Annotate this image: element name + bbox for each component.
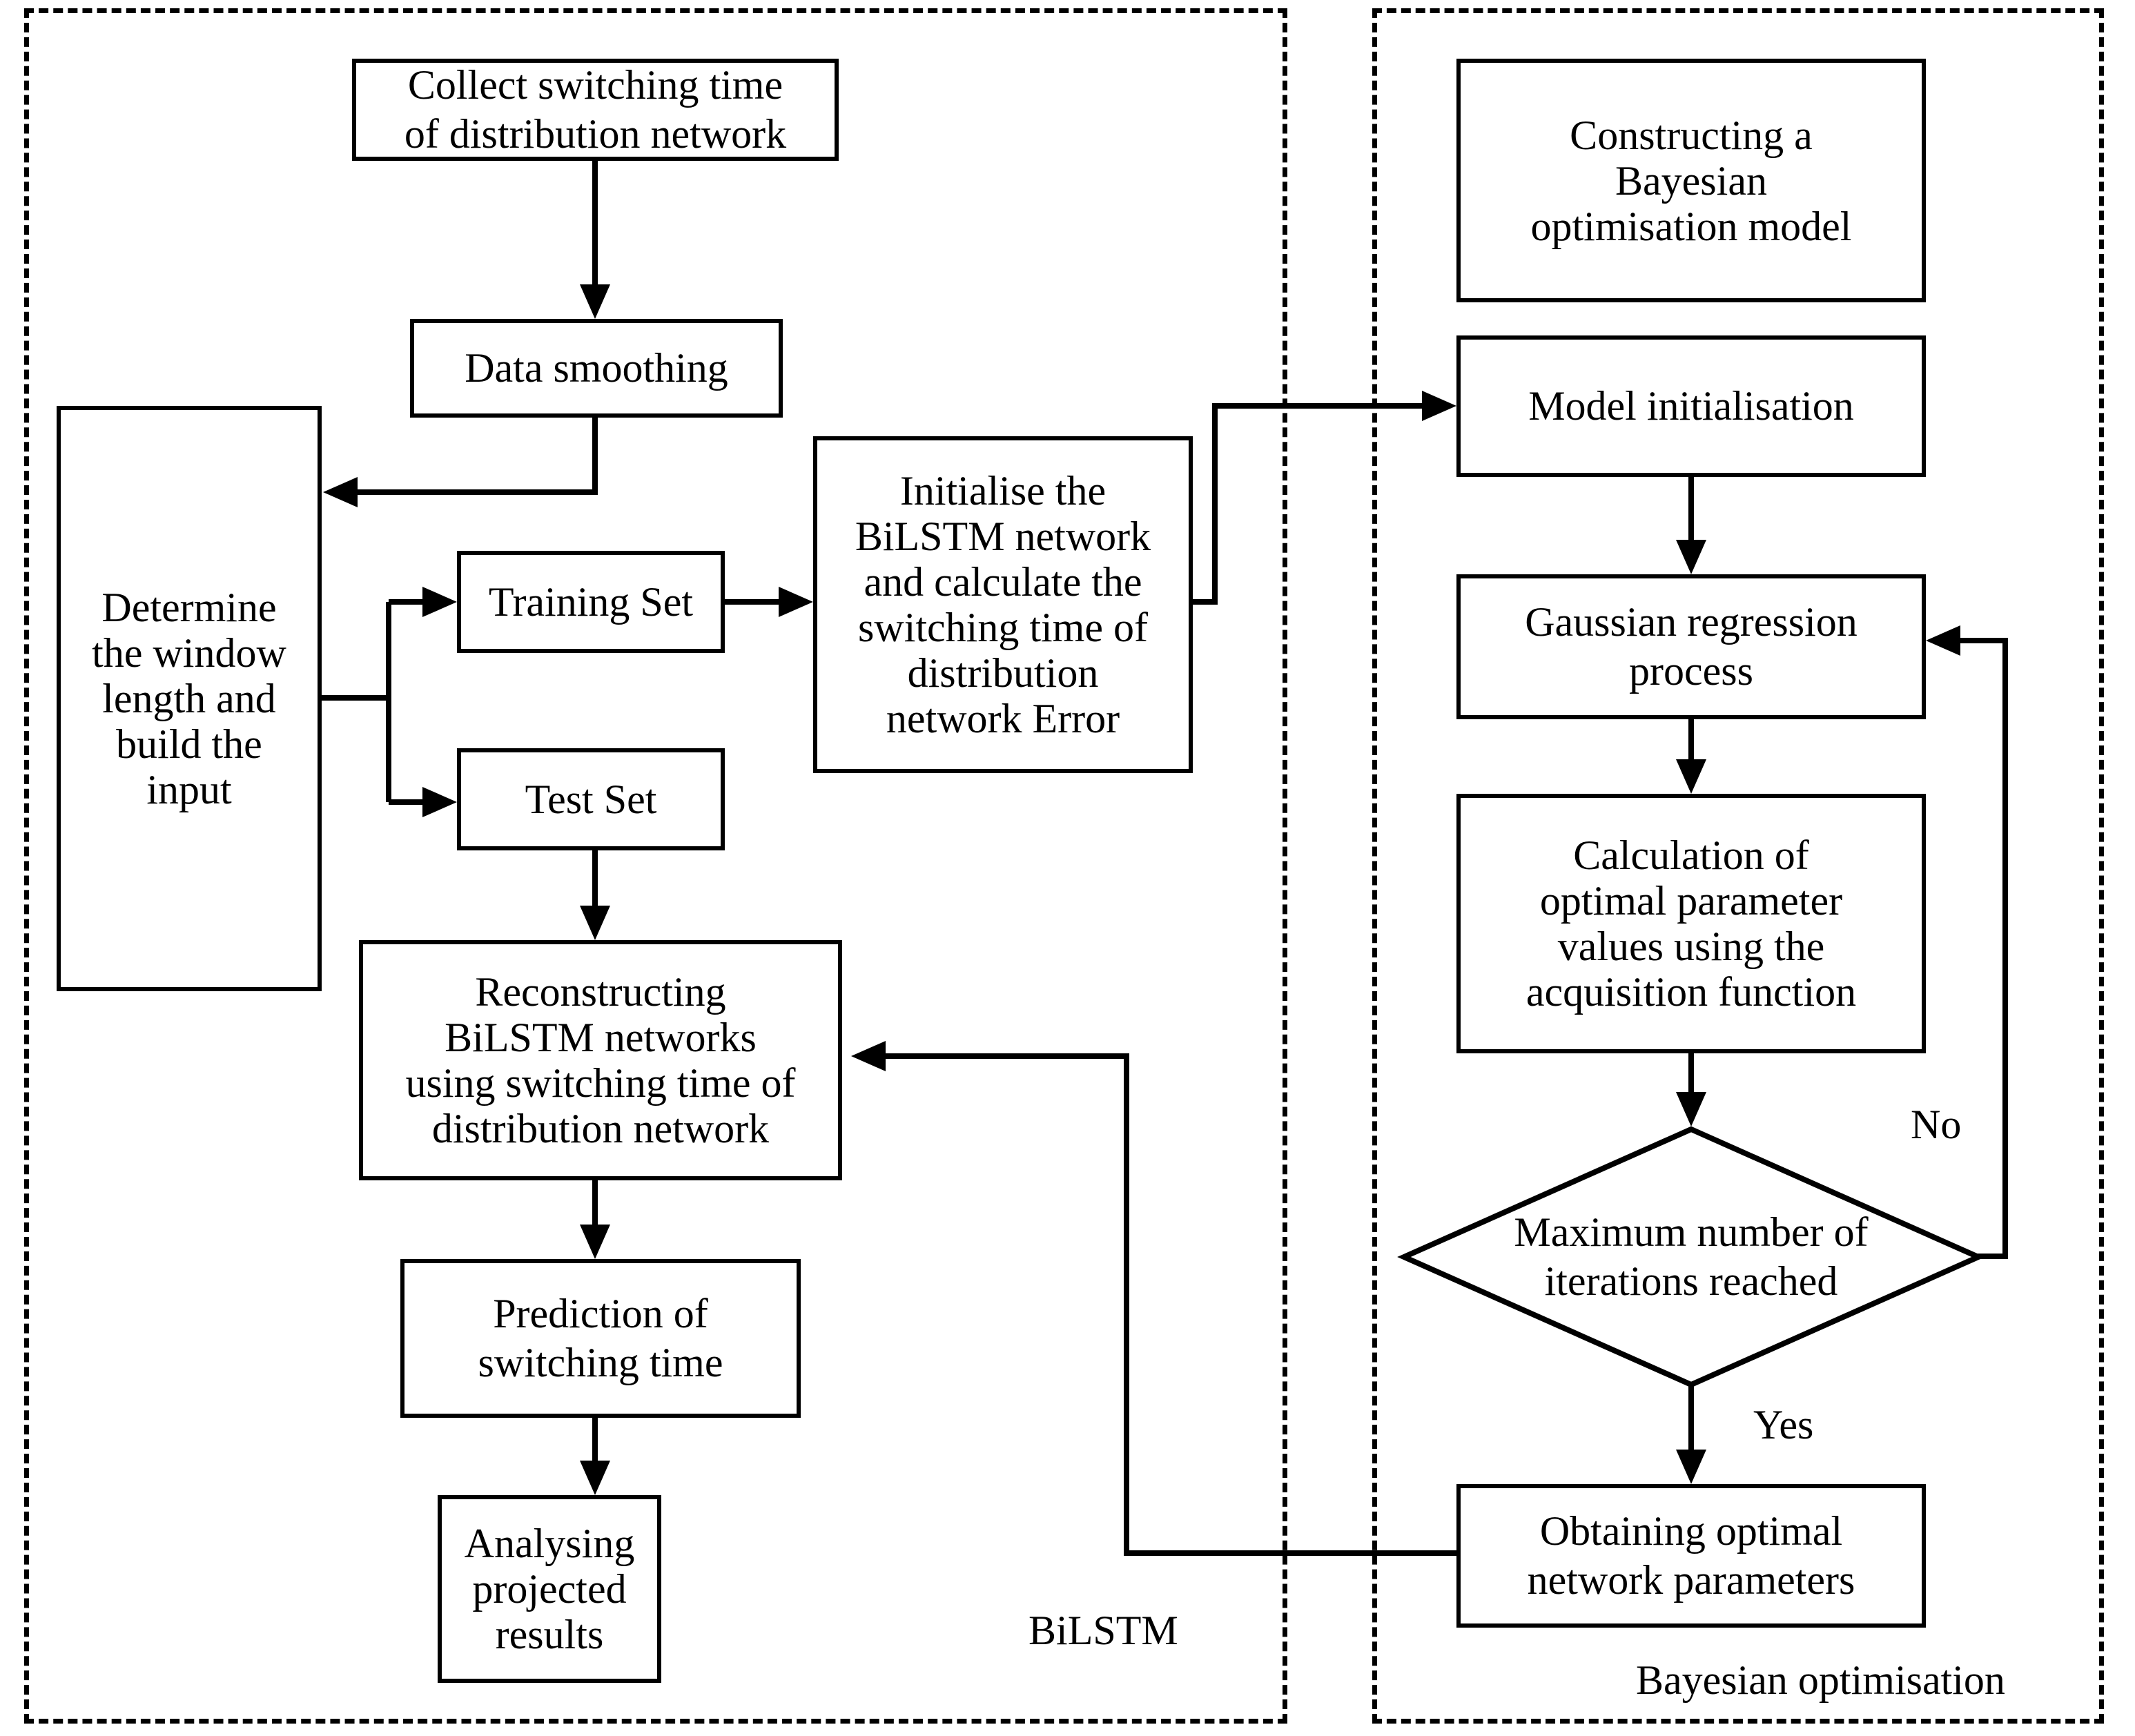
node-test-set[interactable]: Test Set xyxy=(457,748,725,850)
node-gaussian-regression-process[interactable]: Gaussian regression process xyxy=(1456,574,1926,719)
node-reconstruct-bilstm[interactable]: Reconstructing BiLSTM networks using swi… xyxy=(359,940,842,1180)
edge-label-yes: Yes xyxy=(1753,1402,1814,1447)
node-model-initialisation[interactable]: Model initialisation xyxy=(1456,335,1926,477)
node-collect-switching-time[interactable]: Collect switching time of distribution n… xyxy=(352,59,839,161)
node-analysing-projected-results[interactable]: Analysing projected results xyxy=(438,1495,661,1683)
node-obtaining-optimal-parameters[interactable]: Obtaining optimal network parameters xyxy=(1456,1484,1926,1628)
group-label-bilstm: BiLSTM xyxy=(1028,1608,1178,1653)
node-determine-window[interactable]: Determine the window length and build th… xyxy=(57,406,322,991)
node-constructing-bayesian-model[interactable]: Constructing a Bayesian optimisation mod… xyxy=(1456,59,1926,302)
group-bayesian-optimisation xyxy=(1372,8,2104,1724)
group-bilstm xyxy=(24,8,1287,1724)
node-initialise-bilstm[interactable]: Initialise the BiLSTM network and calcul… xyxy=(813,436,1193,773)
edge-label-no: No xyxy=(1911,1102,1962,1147)
node-training-set[interactable]: Training Set xyxy=(457,551,725,653)
decision-diamond-shape xyxy=(1397,1126,1985,1388)
node-calculation-optimal-parameters[interactable]: Calculation of optimal parameter values … xyxy=(1456,794,1926,1053)
node-decision-max-iterations[interactable]: Maximum number of iterations reached xyxy=(1397,1126,1985,1388)
node-data-smoothing[interactable]: Data smoothing xyxy=(410,319,783,418)
node-prediction-switching-time[interactable]: Prediction of switching time xyxy=(400,1259,801,1418)
group-label-bayesian-optimisation: Bayesian optimisation xyxy=(1636,1657,2005,1703)
